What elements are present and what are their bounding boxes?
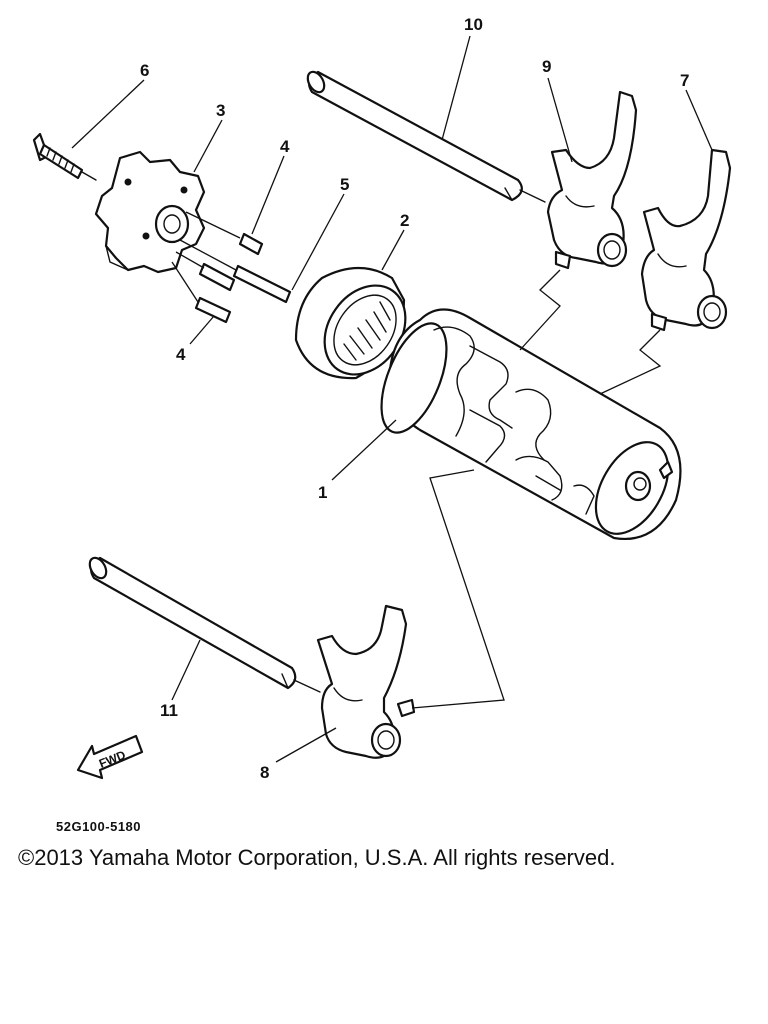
shift-fork-lower (316, 604, 416, 759)
callout-numbers: 10 9 7 6 3 4 5 2 4 1 11 8 (140, 15, 689, 782)
shift-fork-rod-lower (88, 556, 321, 693)
callout-8: 8 (260, 763, 269, 782)
shift-drum-segment (94, 150, 206, 274)
part-code: 52G100-5180 (56, 819, 142, 834)
callout-9: 9 (542, 57, 551, 76)
shift-fork-right (640, 148, 732, 332)
dowel-pin-lower (171, 261, 232, 324)
callout-7: 7 (680, 71, 689, 90)
forward-direction-arrow: FWD (76, 734, 144, 780)
dowel-pin-middle (175, 251, 236, 292)
callout-10: 10 (464, 15, 483, 34)
callout-6: 6 (140, 61, 149, 80)
callout-1: 1 (318, 483, 327, 502)
callout-5: 5 (340, 175, 349, 194)
callout-4-upper: 4 (280, 137, 290, 156)
shift-drum (380, 308, 682, 540)
shift-fork-upper (546, 90, 638, 270)
shift-fork-rod-upper (306, 70, 546, 203)
callout-11: 11 (160, 701, 178, 720)
dowel-pin-upper (185, 211, 264, 256)
callout-leaders (71, 35, 713, 763)
screw (32, 132, 97, 181)
copyright-notice: ©2013 Yamaha Motor Corporation, U.S.A. A… (18, 845, 616, 870)
callout-2: 2 (400, 211, 409, 230)
long-pin (179, 239, 292, 304)
callout-4-lower: 4 (176, 345, 186, 364)
callout-3: 3 (216, 101, 225, 120)
needle-bearing (294, 267, 407, 380)
